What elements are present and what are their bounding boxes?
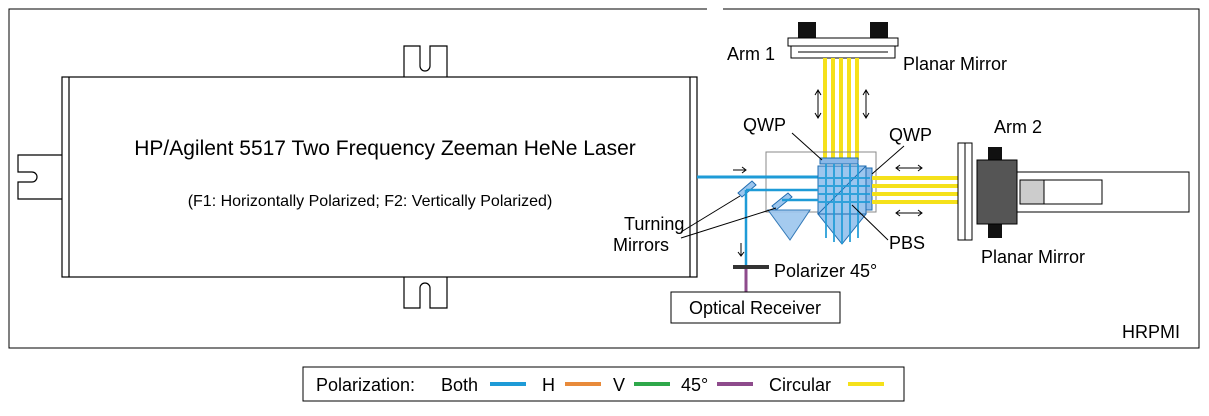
polarizer-label: Polarizer 45° <box>774 261 877 281</box>
turning-mirrors-pointer-1 <box>680 195 741 233</box>
optical-receiver-label: Optical Receiver <box>689 298 821 318</box>
arm1-label: Arm 1 <box>727 44 775 64</box>
optical-receiver-box <box>670 291 841 324</box>
arm1-circular-beams <box>823 58 859 160</box>
legend-label-circular: Circular <box>769 375 831 395</box>
outer-frame <box>8 8 1200 349</box>
turning-mirrors-label-2: Mirrors <box>613 235 669 255</box>
legend-label-v: V <box>613 375 625 395</box>
qwp-right-pointer <box>871 145 905 175</box>
turning-mirrors-label-1: Turning <box>624 214 684 234</box>
polarizer <box>733 265 769 269</box>
arm2-label: Arm 2 <box>994 117 1042 137</box>
legend: Polarization: Both H V 45° Circular <box>302 366 905 402</box>
laser-title: HP/Agilent 5517 Two Frequency Zeeman HeN… <box>134 137 636 160</box>
planar-mirror-top-label: Planar Mirror <box>903 54 1007 74</box>
arm1-motion-arrows <box>814 89 870 119</box>
arm1-planar-mirror <box>787 22 899 59</box>
legend-label-both: Both <box>441 375 478 395</box>
qwp-left-label: QWP <box>743 115 786 135</box>
pbs-internal-beams <box>818 164 870 244</box>
arm2-circular-beams <box>872 176 958 204</box>
pbs-pointer <box>851 204 889 241</box>
qwp-right-label: QWP <box>889 125 932 145</box>
qwp-right <box>865 167 873 211</box>
planar-mirror-right-label: Planar Mirror <box>981 247 1085 267</box>
laser-subtitle: (F1: Horizontally Polarized; F2: Vertica… <box>188 193 553 210</box>
arm2-planar-mirror <box>957 142 1190 241</box>
pbs-label: PBS <box>889 233 925 253</box>
qwp-left-pointer <box>791 132 823 161</box>
qwp-top <box>819 157 859 165</box>
return-beams <box>744 188 818 258</box>
turning-mirrors-pointer-2 <box>680 207 777 239</box>
down-arrow <box>737 243 745 257</box>
arm2-motion-arrows <box>895 164 923 217</box>
legend-title: Polarization: <box>316 375 415 395</box>
laser-body <box>17 45 698 309</box>
legend-label-h: H <box>542 375 555 395</box>
system-label: HRPMI <box>1122 322 1180 342</box>
legend-label-45: 45° <box>681 375 708 395</box>
beam-arrow <box>733 166 747 174</box>
